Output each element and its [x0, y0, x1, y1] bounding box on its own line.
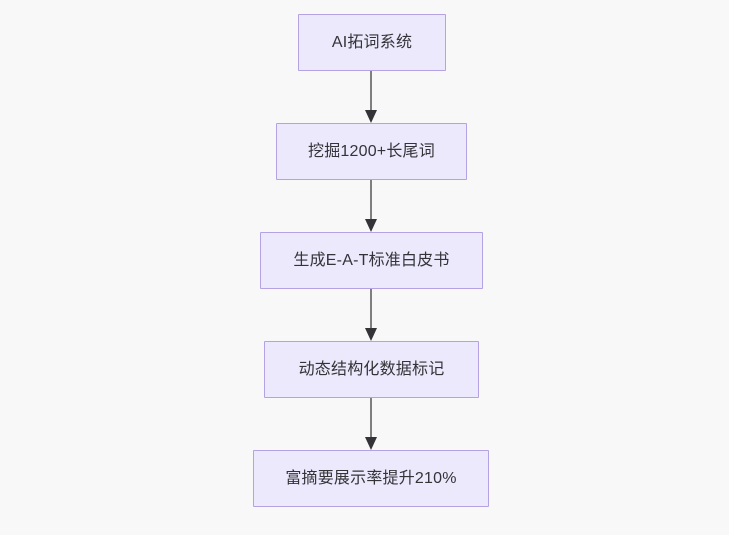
arrowhead-icon	[365, 437, 377, 450]
node-label: 生成E-A-T标准白皮书	[293, 251, 450, 269]
edge-node2-node3	[365, 180, 377, 232]
arrowhead-icon	[365, 110, 377, 123]
node-label: 动态结构化数据标记	[298, 360, 445, 378]
arrowhead-icon	[365, 219, 377, 232]
flowchart-node-ai-keyword-system[interactable]: AI拓词系统	[298, 14, 446, 71]
flowchart-node-rich-snippet-rate-increase[interactable]: 富摘要展示率提升210%	[253, 450, 489, 507]
node-label: AI拓词系统	[331, 33, 413, 51]
arrowhead-icon	[365, 328, 377, 341]
node-label: 富摘要展示率提升210%	[285, 469, 457, 487]
node-label: 挖掘1200+长尾词	[308, 142, 435, 160]
flowchart-node-mine-longtail-keywords[interactable]: 挖掘1200+长尾词	[276, 123, 467, 180]
edge-node3-node4	[365, 289, 377, 341]
flowchart-node-dynamic-structured-data-markup[interactable]: 动态结构化数据标记	[264, 341, 479, 398]
edge-node4-node5	[365, 398, 377, 450]
edge-node1-node2	[365, 71, 377, 123]
flowchart-node-generate-eat-whitepaper[interactable]: 生成E-A-T标准白皮书	[260, 232, 483, 289]
